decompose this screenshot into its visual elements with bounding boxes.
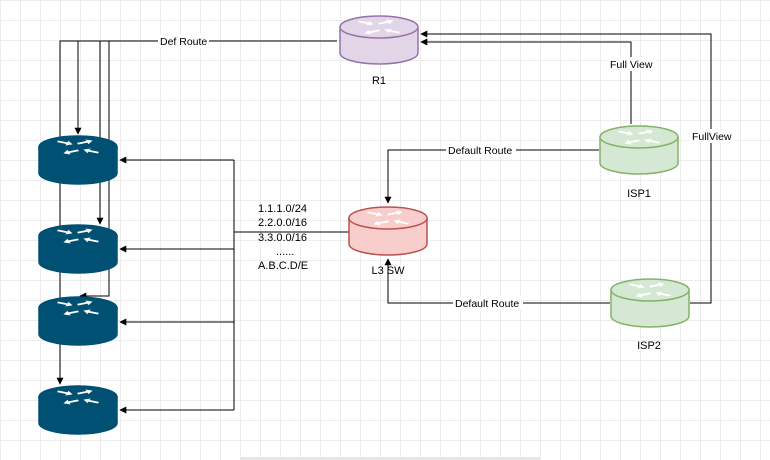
cisco-router-icon [38,135,118,185]
node-labels: R1 L3 SW ISP1 ISP2 [371,75,660,352]
prefix-item: A.B.C.D/E [258,260,308,272]
cisco-router-icon [38,296,118,346]
isp1-label: ISP1 [627,188,651,200]
default-route-label-isp1: Default Route [448,145,512,157]
prefix-item: ...... [276,246,294,258]
isp1-default-route-line [384,149,599,204]
cisco-router-icon [38,385,118,435]
connectors [56,30,712,414]
r1-label: R1 [372,75,386,87]
def-route-label: Def Route [160,36,207,48]
full-view-label-isp2: FullView [692,131,732,143]
full-view-label-isp1: Full View [610,59,653,71]
default-route-label-isp2: Default Route [455,298,519,310]
prefix-item: 2.2.0.0/16 [258,217,307,229]
prefix-list: 1.1.1.0/24 2.2.0.0/16 3.3.0.0/16 ...... … [258,203,308,272]
l3sw-router-icon [348,206,428,256]
cisco-router-icon [38,224,118,274]
def-route-line-r3 [79,41,110,300]
isp1-full-view-line [420,38,632,124]
r1-router-icon [339,15,419,65]
isp2-label: ISP2 [637,340,661,352]
isp2-router-icon [610,278,690,328]
isp2-full-view-line [420,30,712,304]
isp1-router-icon [599,125,679,175]
l3sw-label: L3 SW [371,265,405,277]
isp2-default-route-line [384,258,610,304]
prefix-item: 3.3.0.0/16 [258,232,307,244]
prefix-item: 1.1.1.0/24 [258,203,307,215]
routers [38,15,690,435]
edge-labels: Def Route Full View FullView Default Rou… [158,34,736,310]
horizontal-scrollbar[interactable] [240,457,540,460]
